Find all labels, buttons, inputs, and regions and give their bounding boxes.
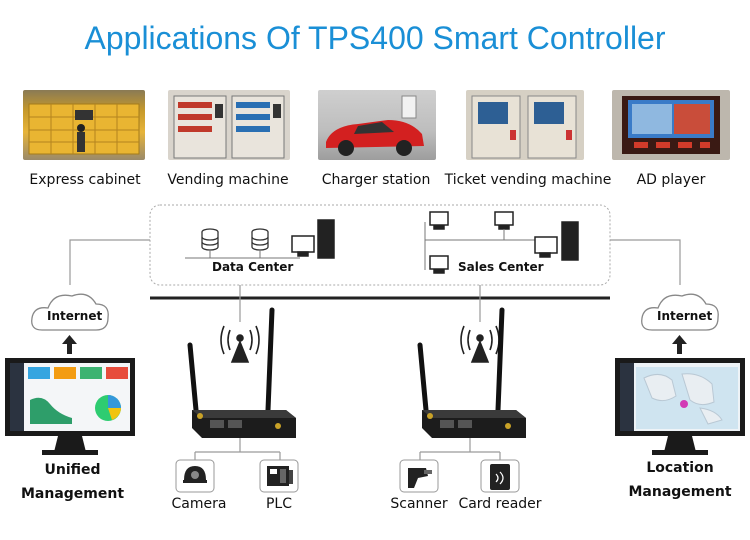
page-title: Applications Of TPS400 Smart Controller [84, 20, 666, 56]
wireless-signal-icon [460, 325, 500, 363]
location-management-line1: Location [646, 460, 714, 476]
computer-icon [429, 211, 449, 230]
map-monitor [615, 358, 745, 455]
express-cabinet-art [28, 103, 140, 155]
unified-management-label: Unified Management [10, 458, 135, 506]
camera-icon [175, 459, 215, 493]
unified-management-line1: Unified [44, 462, 101, 478]
device-label-plc: PLC [265, 496, 293, 512]
ad-player-photo [612, 90, 730, 160]
device-label-card-reader: Card reader [458, 496, 542, 512]
data-center-label: Data Center [212, 260, 294, 274]
database-icon [201, 228, 219, 251]
application-label-ad-player: AD player [636, 172, 706, 188]
ticket-vending-art [471, 95, 577, 159]
application-label-charger-station: Charger station [321, 172, 431, 188]
dashboard-monitor [5, 358, 135, 455]
plc-icon [259, 459, 299, 493]
application-label-ticket-vending: Ticket vending machine [444, 172, 612, 188]
arrow-up-icon [62, 335, 77, 354]
database-icon [251, 228, 269, 251]
computer-icon [291, 219, 335, 259]
sales-center-label: Sales Center [458, 260, 544, 274]
device-label-camera: Camera [171, 496, 227, 512]
ticket-vending-machine-photo [466, 90, 584, 160]
charger-station-photo [318, 90, 436, 160]
vending-machine-art [173, 95, 285, 159]
scanner-icon [399, 459, 439, 493]
internet-label-left: Internet [47, 309, 103, 323]
computer-icon [494, 211, 514, 230]
unified-management-line2: Management [20, 486, 125, 502]
wireless-signal-icon [220, 325, 260, 363]
arrow-up-icon [672, 335, 687, 354]
charger-station-art [326, 95, 424, 156]
location-management-line2: Management [628, 484, 732, 500]
application-label-vending-machine: Vending machine [167, 172, 289, 188]
vending-machine-photo [168, 90, 290, 160]
tps400-controller-right [417, 307, 526, 438]
connector-left [69, 239, 150, 285]
tps400-controller-left [187, 307, 296, 438]
computer-icon [534, 221, 579, 261]
application-label-express-cabinet: Express cabinet [29, 172, 141, 188]
location-management-label: Location Management [615, 456, 745, 504]
internet-label-right: Internet [657, 309, 713, 323]
ad-player-art [622, 96, 720, 154]
card-reader-icon [480, 459, 520, 493]
device-label-scanner: Scanner [390, 496, 448, 512]
connector-right [610, 239, 681, 285]
express-cabinet-photo [23, 90, 145, 160]
computer-icon [429, 255, 449, 274]
